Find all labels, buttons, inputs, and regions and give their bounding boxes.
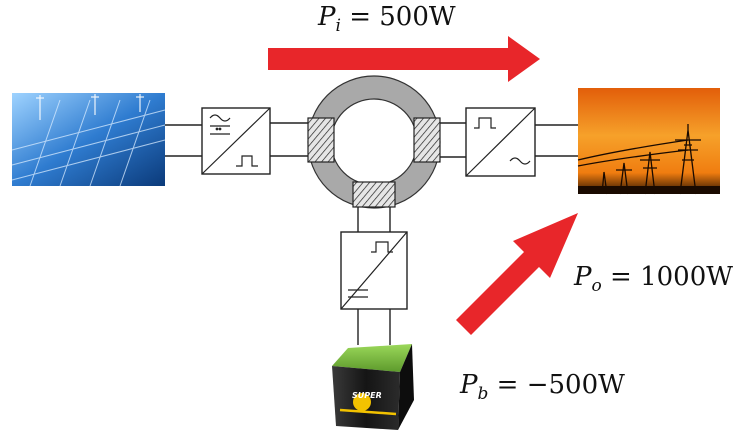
pb-subscript: b (478, 384, 489, 404)
power-grid-image (578, 88, 720, 194)
solar-panel-image (12, 93, 165, 186)
output-power-arrow (456, 213, 578, 335)
output-power-label: Po = 1000W (574, 262, 733, 296)
po-value: = 1000W (610, 262, 733, 292)
pi-value: = 500W (349, 2, 455, 32)
left-converter (202, 108, 270, 174)
winding-right (414, 118, 440, 162)
battery-image: SUPER (332, 344, 414, 430)
winding-bottom (353, 182, 395, 207)
po-symbol: P (574, 262, 592, 292)
bottom-converter (341, 232, 407, 309)
pi-subscript: i (336, 16, 341, 36)
input-power-label: Pi = 500W (318, 2, 456, 36)
pb-symbol: P (460, 370, 478, 400)
right-converter (466, 108, 535, 176)
pb-value: = −500W (497, 370, 625, 400)
input-power-arrow (268, 36, 540, 82)
pi-symbol: P (318, 2, 336, 32)
po-subscript: o (592, 276, 602, 296)
battery-brand-text: SUPER (352, 391, 382, 400)
battery-power-label: Pb = −500W (460, 370, 625, 404)
winding-left (308, 118, 334, 162)
